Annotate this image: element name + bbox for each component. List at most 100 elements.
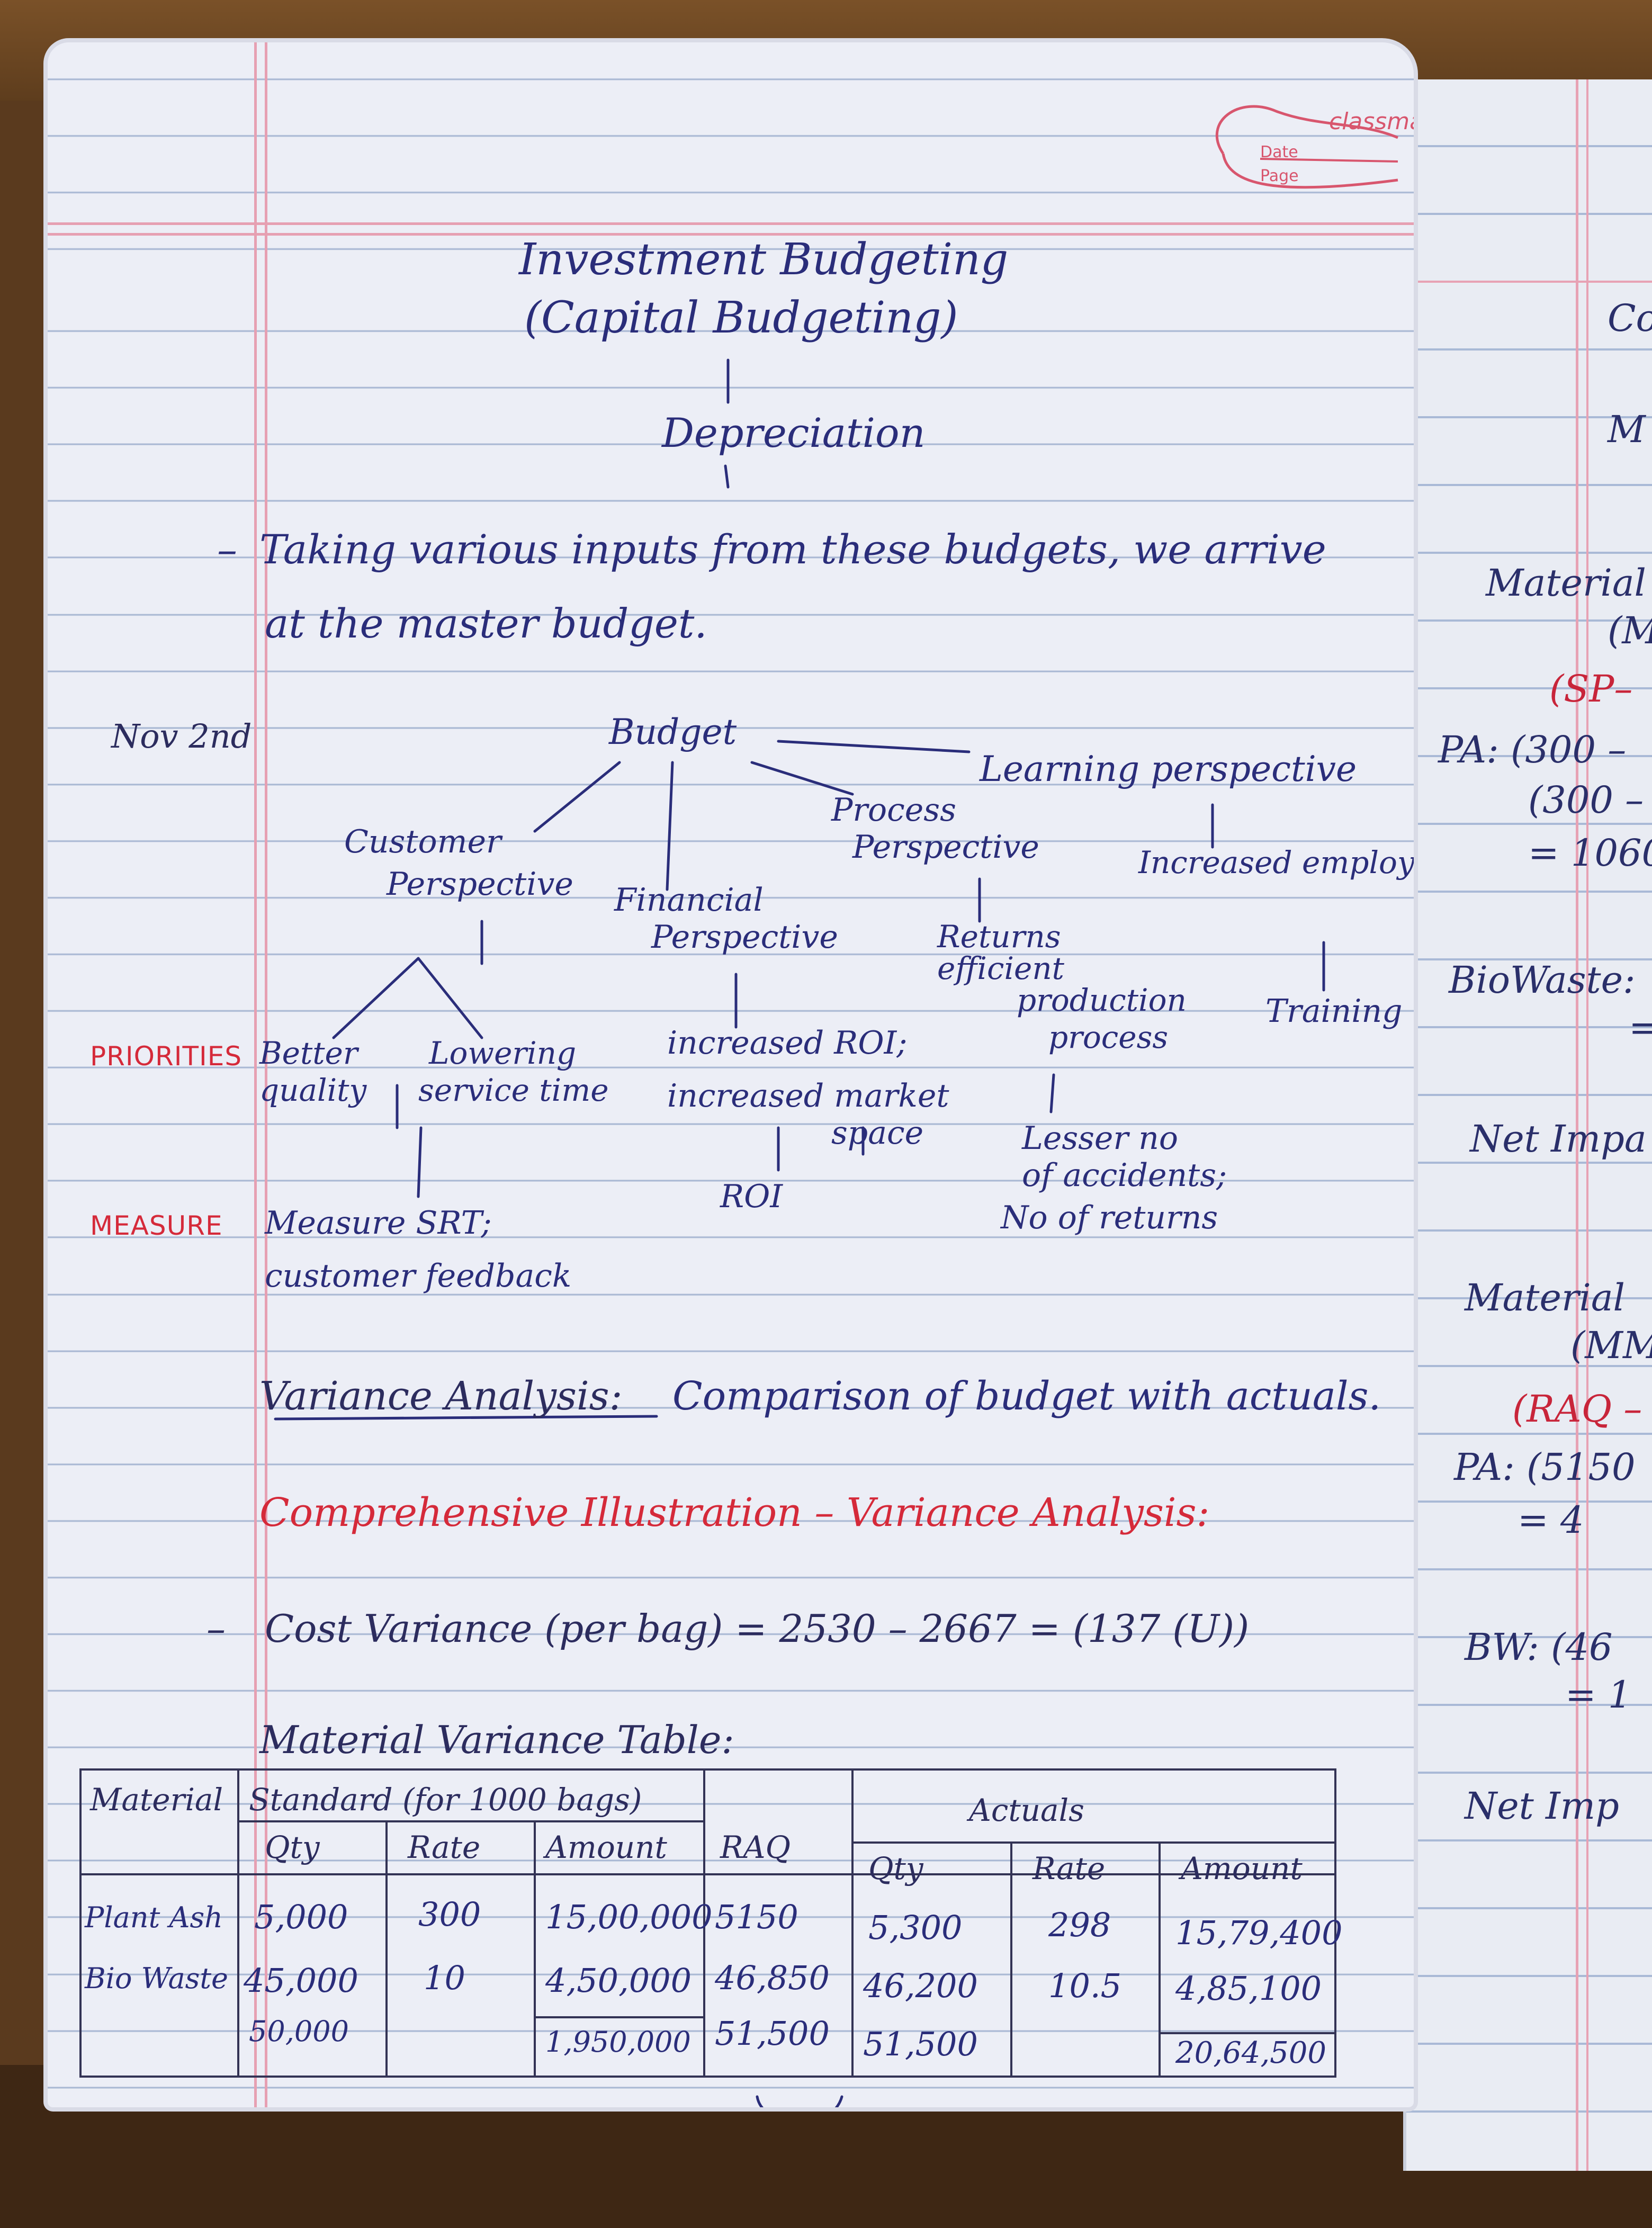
notebook-page: classmate Date Page xyxy=(48,42,1414,2107)
table-cell-amount: 4,50,000 xyxy=(545,1961,692,2000)
heading-line-2: (Capital Budgeting) xyxy=(524,293,958,343)
priorities-label: PRIORITIES xyxy=(90,1041,243,1072)
heading-line-3: Depreciation xyxy=(662,409,926,456)
subheader-actual-rate: Rate xyxy=(1032,1850,1106,1886)
adjacent-text: Co xyxy=(1608,297,1652,340)
table-cell-material: Bio Waste xyxy=(85,1962,229,1995)
adjacent-text: (300 – xyxy=(1528,778,1644,822)
brand-swirl-icon xyxy=(1215,105,1398,189)
learning-measure: Training hours xyxy=(1265,993,1414,1030)
top-margin-line xyxy=(48,233,1414,236)
ruled-lines xyxy=(48,42,1414,2107)
table-cell-qty: 45,000 xyxy=(244,1961,358,2000)
table-title: Material Variance Table: xyxy=(259,1718,734,1762)
financial-measure: ROI xyxy=(720,1178,783,1215)
learning-child: Increased employee skills xyxy=(1138,845,1414,881)
table-cell-raq-total: 51,500 xyxy=(715,2014,830,2053)
notebook-brand-stamp: classmate Date Page xyxy=(1191,74,1414,206)
adjacent-notebook-page: Co M Material (M (SP– PA: (300 – (300 – … xyxy=(1403,79,1652,2171)
table-cell-raq: 46,850 xyxy=(715,1959,830,1997)
table-cell-actual-amount: 4,85,100 xyxy=(1175,1969,1322,2008)
process-child-line-2: efficient xyxy=(937,950,1064,986)
adjacent-text: = 4 xyxy=(1518,1498,1584,1542)
table-cell-actual-rate: 10.5 xyxy=(1048,1966,1122,2005)
customer-child-2-line-2: service time xyxy=(418,1072,609,1108)
adjacent-text: = xyxy=(1629,1006,1652,1049)
date-label: Date xyxy=(1260,143,1298,161)
adjacent-top-margin xyxy=(1406,281,1652,283)
table-cell-actual-amount: 15,79,400 xyxy=(1175,1913,1343,1952)
note-line-2: at the master budget. xyxy=(265,600,707,647)
adjacent-text: (MM xyxy=(1570,1324,1652,1367)
measure-label: MEASURE xyxy=(90,1210,223,1241)
adjacent-text: (RAQ – xyxy=(1512,1387,1642,1431)
top-margin-line xyxy=(48,222,1414,225)
subheader-rate: Rate xyxy=(408,1829,481,1865)
table-cell-actual-qty: 46,200 xyxy=(863,1966,978,2005)
financial-perspective-line-1: Financial xyxy=(614,882,764,919)
table-header-actuals: Actuals xyxy=(969,1792,1084,1828)
customer-child-2-line-1: Lowering xyxy=(429,1035,577,1071)
process-measure-line-1: Lesser no xyxy=(1022,1120,1178,1157)
financial-perspective-line-2: Perspective xyxy=(651,919,838,956)
adjacent-text: Material xyxy=(1486,561,1646,605)
table-cell-material: Plant Ash xyxy=(85,1901,223,1934)
adjacent-text: BW: (46 xyxy=(1465,1625,1613,1669)
financial-child-line-1: increased ROI; xyxy=(667,1025,908,1062)
page-label: Page xyxy=(1260,167,1299,185)
table-header-standard: Standard (for 1000 bags) xyxy=(249,1782,642,1818)
table-cell-actual-amount-total: 20,64,500 xyxy=(1175,2036,1327,2070)
note-line-1: Taking various inputs from these budgets… xyxy=(259,526,1326,573)
table-cell-actual-rate: 298 xyxy=(1048,1906,1111,1944)
subheader-raq: RAQ xyxy=(720,1829,791,1865)
customer-child-1-line-2: quality xyxy=(259,1072,367,1108)
process-child-line-4: process xyxy=(1048,1019,1169,1055)
table-cell-actual-qty: 5,300 xyxy=(868,1908,963,1947)
process-measure-line-2: of accidents; xyxy=(1022,1157,1227,1194)
cost-variance-dash: – xyxy=(206,1606,226,1651)
customer-measure-line-2: customer feedback xyxy=(265,1257,572,1295)
table-cell-amount-total: 1,950,000 xyxy=(545,2025,691,2059)
adjacent-text: (M xyxy=(1608,609,1652,652)
illustration-title: Comprehensive Illustration – Variance An… xyxy=(259,1490,1210,1535)
adjacent-text: BioWaste: xyxy=(1449,958,1636,1002)
adjacent-margin-line xyxy=(1576,79,1578,2171)
learning-perspective: Learning perspective xyxy=(980,749,1357,789)
financial-child-line-3: space xyxy=(831,1115,924,1152)
customer-perspective-line-2: Perspective xyxy=(387,866,573,903)
brand-name: classmate xyxy=(1329,108,1414,135)
adjacent-text: Net Impa xyxy=(1470,1117,1647,1161)
adjacent-text: PA: (300 – xyxy=(1438,728,1627,771)
subheader-amount: Amount xyxy=(545,1829,667,1865)
material-variance-table: Material Standard (for 1000 bags) Actual… xyxy=(79,1768,1343,2081)
variance-definition: Comparison of budget with actuals. xyxy=(672,1373,1381,1419)
adjacent-text: = 1060 xyxy=(1528,831,1652,875)
adjacent-text: Net Imp xyxy=(1465,1784,1619,1828)
table-cell-rate: 10 xyxy=(424,1959,465,1997)
adjacent-text: Material xyxy=(1465,1276,1625,1319)
subheader-actual-amount: Amount xyxy=(1181,1850,1303,1886)
table-cell-qty-total: 50,000 xyxy=(249,2015,349,2048)
adjacent-text: (SP– xyxy=(1549,667,1633,711)
process-perspective-line-2: Perspective xyxy=(852,829,1039,866)
table-cell-qty: 5,000 xyxy=(254,1898,348,1936)
date-note: Nov 2nd xyxy=(111,717,252,756)
subheader-actual-qty: Qty xyxy=(868,1850,923,1886)
customer-child-1-line-1: Better xyxy=(259,1035,358,1071)
left-margin-line xyxy=(254,42,257,2107)
process-measure-line-3: No of returns xyxy=(1001,1199,1218,1236)
customer-perspective-line-1: Customer xyxy=(344,823,501,860)
heading-line-1: Investment Budgeting xyxy=(519,235,1009,285)
adjacent-text: M xyxy=(1608,408,1646,451)
adjacent-text: = 1 xyxy=(1565,1673,1632,1717)
customer-measure-line-1: Measure SRT; xyxy=(265,1205,492,1242)
table-cell-amount: 15,00,000 xyxy=(545,1898,713,1936)
table-cell-actual-qty-total: 51,500 xyxy=(863,2025,978,2063)
process-child-line-3: production xyxy=(1017,982,1187,1018)
cost-variance-text: Cost Variance (per bag) = 2530 – 2667 = … xyxy=(265,1606,1250,1651)
process-child-line-1: Returns xyxy=(937,919,1061,955)
adjacent-margin-line xyxy=(1586,79,1588,2171)
subheader-qty: Qty xyxy=(265,1829,320,1865)
process-perspective-line-1: Process xyxy=(831,792,956,829)
table-grid xyxy=(79,1768,1336,2078)
